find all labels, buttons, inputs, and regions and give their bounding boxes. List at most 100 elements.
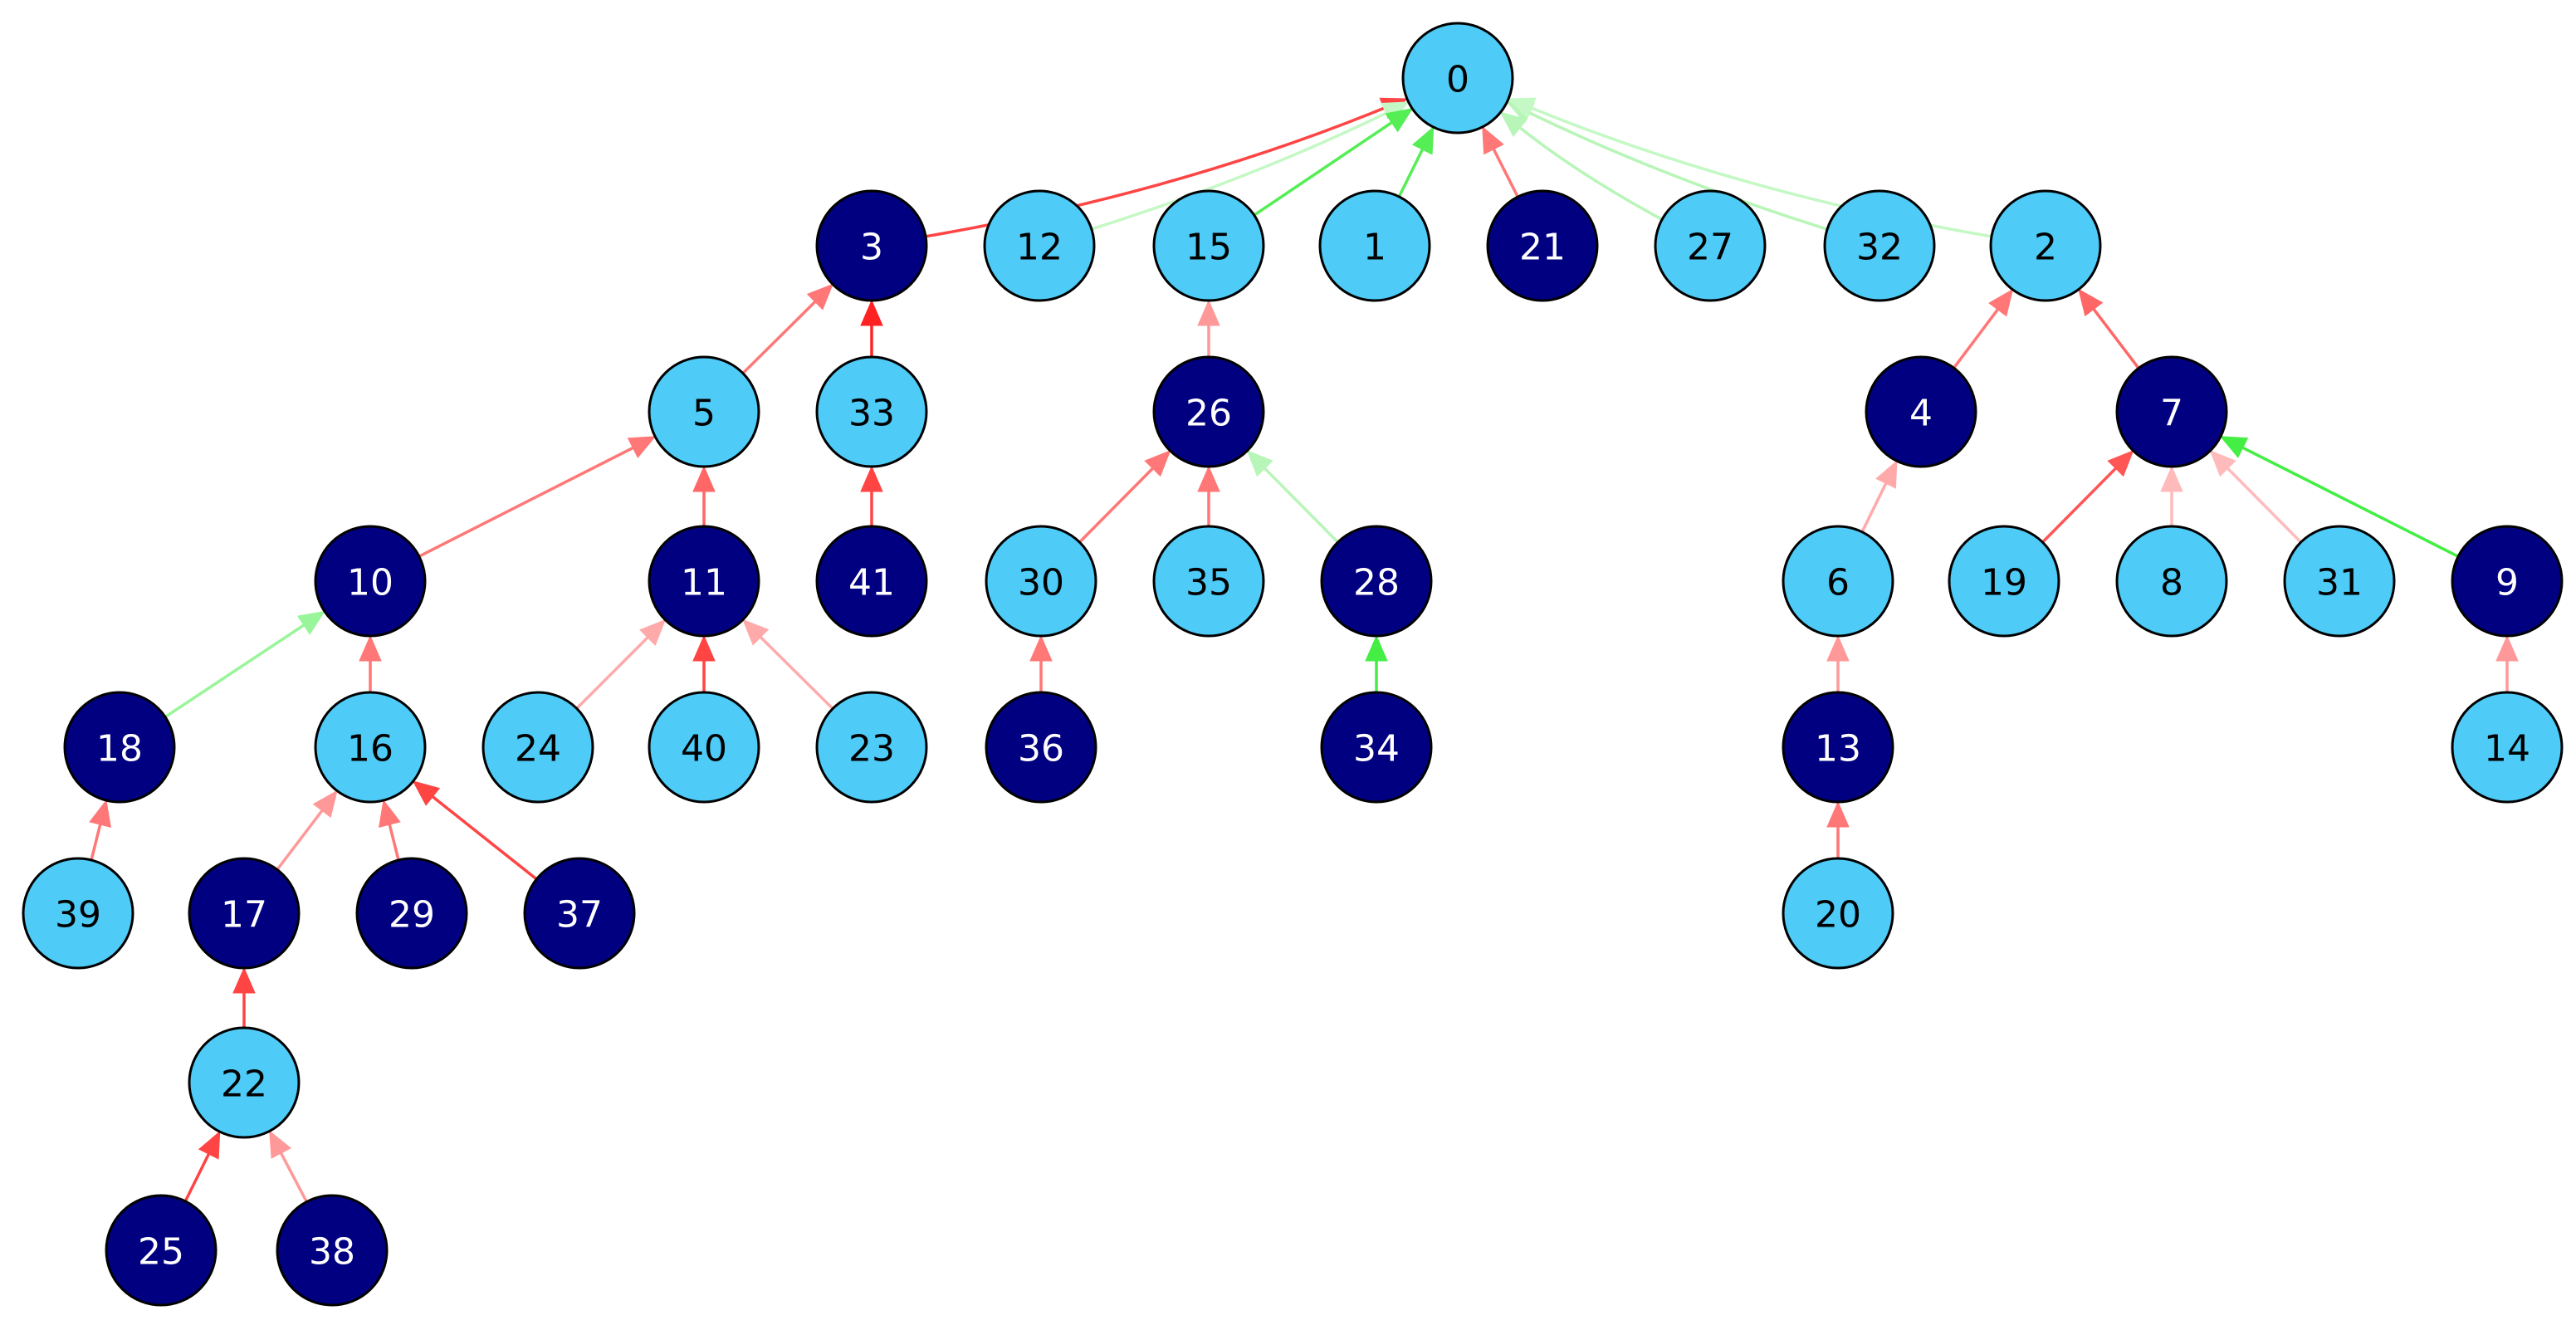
arrowhead bbox=[1482, 125, 1504, 155]
node-label: 40 bbox=[681, 728, 727, 770]
edge-24-to-11 bbox=[575, 619, 667, 710]
arrowhead bbox=[412, 780, 441, 806]
node-label: 12 bbox=[1016, 227, 1063, 269]
node-34: 34 bbox=[1320, 691, 1433, 804]
edge-20-to-13 bbox=[1826, 800, 1850, 858]
node-label: 26 bbox=[1185, 393, 1232, 435]
edge-34-to-28 bbox=[1365, 634, 1388, 692]
edge-line bbox=[2041, 467, 2117, 544]
edge-line bbox=[90, 824, 102, 861]
arrowhead bbox=[2495, 634, 2519, 662]
node-circle bbox=[815, 525, 928, 638]
edge-10-to-5 bbox=[418, 436, 657, 558]
arrowhead bbox=[860, 299, 883, 326]
edge-line bbox=[1078, 467, 1154, 544]
node-circle bbox=[63, 691, 176, 804]
arrowhead bbox=[1826, 634, 1850, 662]
arrowhead bbox=[1246, 450, 1273, 477]
edge-18-to-10 bbox=[164, 610, 326, 719]
node-21: 21 bbox=[1486, 189, 1599, 302]
node-circle bbox=[1152, 189, 1265, 302]
node-circle bbox=[2115, 525, 2228, 638]
node-7: 7 bbox=[2115, 355, 2228, 468]
node-11: 11 bbox=[648, 525, 760, 638]
node-circle bbox=[815, 691, 928, 804]
node-13: 13 bbox=[1782, 691, 1894, 804]
node-38: 38 bbox=[276, 1194, 389, 1307]
node-circle bbox=[2451, 525, 2564, 638]
node-circle bbox=[1782, 525, 1894, 638]
edge-31-to-7 bbox=[2209, 450, 2302, 544]
node-circle bbox=[276, 1194, 389, 1307]
node-label: 37 bbox=[556, 894, 603, 936]
node-label: 19 bbox=[1981, 562, 2027, 604]
node-label: 6 bbox=[1826, 562, 1850, 604]
node-circle bbox=[314, 525, 427, 638]
edge-line bbox=[741, 301, 817, 374]
node-label: 39 bbox=[55, 894, 101, 936]
node-label: 23 bbox=[848, 728, 895, 770]
node-label: 31 bbox=[2316, 562, 2363, 604]
arrowhead bbox=[1499, 111, 1528, 137]
node-circle bbox=[523, 857, 636, 970]
arrowhead bbox=[1988, 288, 2014, 317]
node-2: 2 bbox=[1989, 189, 2102, 302]
edge-line bbox=[183, 1153, 210, 1202]
node-circle bbox=[1320, 691, 1433, 804]
node-label: 8 bbox=[2160, 562, 2183, 604]
node-circle bbox=[1865, 355, 1977, 468]
node-36: 36 bbox=[985, 691, 1097, 804]
arrowhead bbox=[1826, 800, 1850, 828]
edge-7-to-2 bbox=[2078, 288, 2140, 369]
edge-line bbox=[432, 795, 538, 881]
node-label: 29 bbox=[389, 894, 435, 936]
edge-21-to-0 bbox=[1482, 125, 1519, 198]
node-circle bbox=[1948, 525, 2060, 638]
node-label: 3 bbox=[860, 227, 883, 269]
edge-13-to-6 bbox=[1826, 634, 1850, 692]
edge-39-to-18 bbox=[89, 799, 111, 861]
node-label: 9 bbox=[2495, 562, 2519, 604]
edge-40-to-11 bbox=[692, 634, 716, 692]
edge-line bbox=[418, 446, 634, 558]
node-12: 12 bbox=[983, 189, 1096, 302]
node-label: 14 bbox=[2484, 728, 2530, 770]
node-22: 22 bbox=[188, 1026, 301, 1139]
node-28: 28 bbox=[1320, 525, 1433, 638]
arrowhead bbox=[2107, 450, 2134, 477]
edge-14-to-9 bbox=[2495, 634, 2519, 692]
node-41: 41 bbox=[815, 525, 928, 638]
arrowhead bbox=[198, 1131, 221, 1160]
node-circle bbox=[985, 691, 1097, 804]
node-3: 3 bbox=[815, 189, 928, 302]
node-18: 18 bbox=[63, 691, 176, 804]
arrowhead bbox=[692, 465, 716, 492]
node-20: 20 bbox=[1782, 857, 1894, 970]
edge-25-to-22 bbox=[183, 1131, 221, 1202]
edge-line bbox=[2092, 308, 2140, 369]
edge-16-to-10 bbox=[359, 634, 382, 692]
edge-23-to-11 bbox=[742, 619, 834, 710]
node-label: 2 bbox=[2034, 227, 2057, 269]
arrowhead bbox=[232, 966, 256, 994]
node-1: 1 bbox=[1318, 189, 1431, 302]
edge-line bbox=[280, 1152, 308, 1203]
node-circle bbox=[2283, 525, 2396, 638]
edge-29-to-16 bbox=[379, 799, 401, 861]
node-circle bbox=[648, 691, 760, 804]
node-19: 19 bbox=[1948, 525, 2060, 638]
node-16: 16 bbox=[314, 691, 427, 804]
node-circle bbox=[1152, 525, 1265, 638]
edge-41-to-33 bbox=[860, 465, 883, 526]
arrowhead bbox=[2219, 436, 2249, 458]
node-circle bbox=[1782, 691, 1894, 804]
edge-8-to-7 bbox=[2160, 465, 2183, 526]
node-label: 21 bbox=[1519, 227, 1566, 269]
arrowhead bbox=[2209, 450, 2236, 477]
edge-35-to-26 bbox=[1197, 465, 1220, 526]
node-circle bbox=[2451, 691, 2564, 804]
edge-38-to-22 bbox=[269, 1130, 308, 1203]
arrowhead bbox=[1144, 450, 1171, 477]
node-label: 15 bbox=[1185, 227, 1232, 269]
